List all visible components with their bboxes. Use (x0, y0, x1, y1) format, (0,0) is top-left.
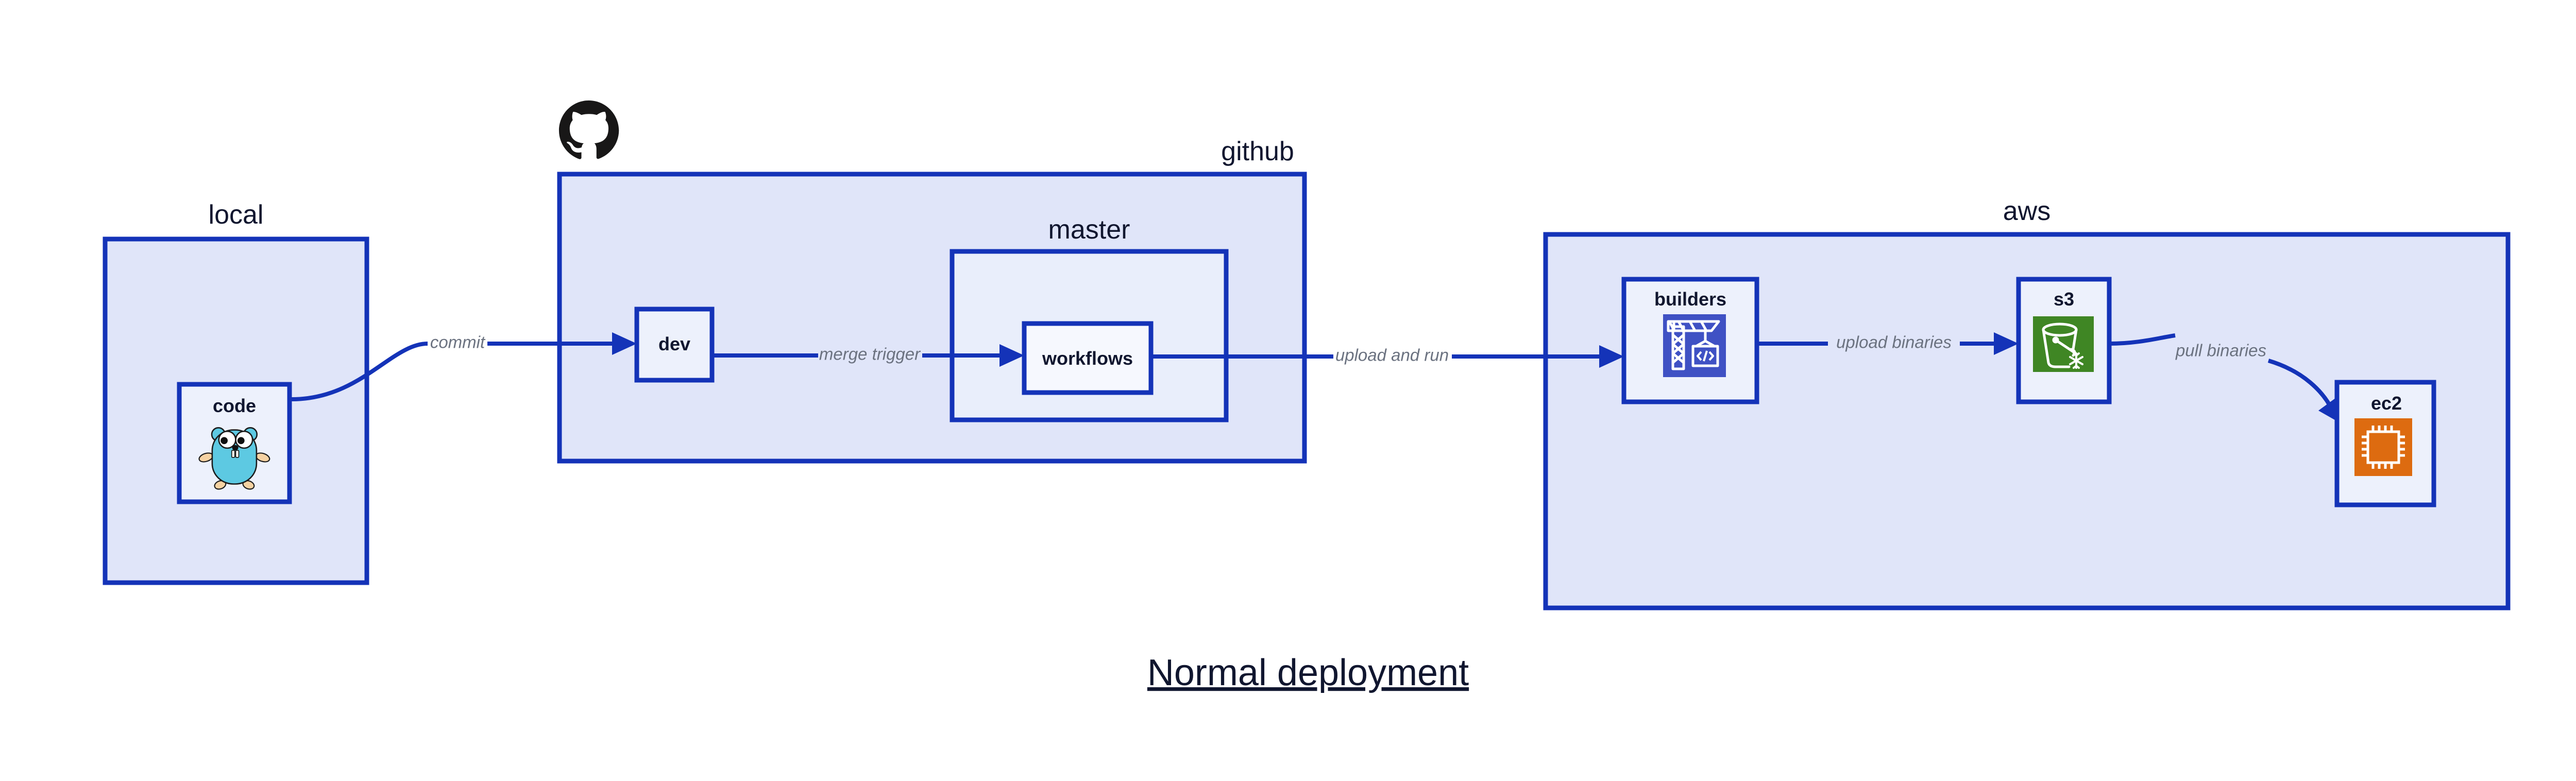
edge-commit-arrowhead (612, 332, 637, 355)
node-workflows[interactable]: workflows (1022, 321, 1154, 395)
node-dev-rect[interactable] (634, 307, 715, 383)
edge-upload-run-label: upload and run (1335, 346, 1449, 365)
crane-code-icon (1663, 314, 1726, 377)
go-gopher-icon (198, 427, 270, 490)
zone-aws-label: aws (2003, 196, 2050, 226)
edge-upload-binaries-arrowhead (1994, 332, 2019, 355)
edge-merge-trigger: merge trigger (712, 344, 1024, 367)
edge-upload-run-arrowhead (1599, 345, 1624, 368)
zone-github-label: github (1221, 137, 1294, 166)
node-code-label: code (213, 395, 256, 416)
node-ec2[interactable]: ec2 (2334, 380, 2436, 507)
diagram-title: Normal deployment (1147, 652, 1469, 693)
node-code[interactable]: code (177, 382, 292, 504)
node-workflows-rect[interactable] (1022, 321, 1154, 395)
edge-commit-label: commit (430, 333, 486, 352)
node-dev-label: dev (658, 333, 690, 354)
edge-upload-binaries: upload binaries (1757, 332, 2019, 355)
node-ec2-label: ec2 (2371, 393, 2402, 414)
edge-upload-binaries-label: upload binaries (1836, 333, 1952, 352)
cpu-chip-icon (2354, 418, 2412, 476)
node-dev[interactable]: dev (634, 307, 715, 383)
edge-merge-trigger-arrowhead (999, 344, 1024, 367)
node-builders-label: builders (1654, 288, 1726, 310)
edge-pull-binaries-label: pull binaries (2175, 341, 2266, 360)
edge-commit: commit (291, 332, 637, 401)
edge-upload-run: upload and run (1151, 345, 1624, 368)
node-builders[interactable]: builders (1621, 277, 1759, 404)
node-s3[interactable]: s3 (2016, 277, 2112, 404)
edge-pull-binaries-line (2109, 333, 2176, 346)
edge-merge-trigger-label: merge trigger (819, 345, 921, 364)
s3-bucket-icon (2033, 316, 2094, 372)
zone-master-label: master (1048, 215, 1130, 245)
node-s3-label: s3 (2054, 288, 2074, 310)
github-octocat-icon (558, 100, 619, 159)
node-workflows-label: workflows (1042, 348, 1133, 369)
zone-local-label: local (209, 200, 264, 230)
edge-commit-line (291, 342, 428, 401)
